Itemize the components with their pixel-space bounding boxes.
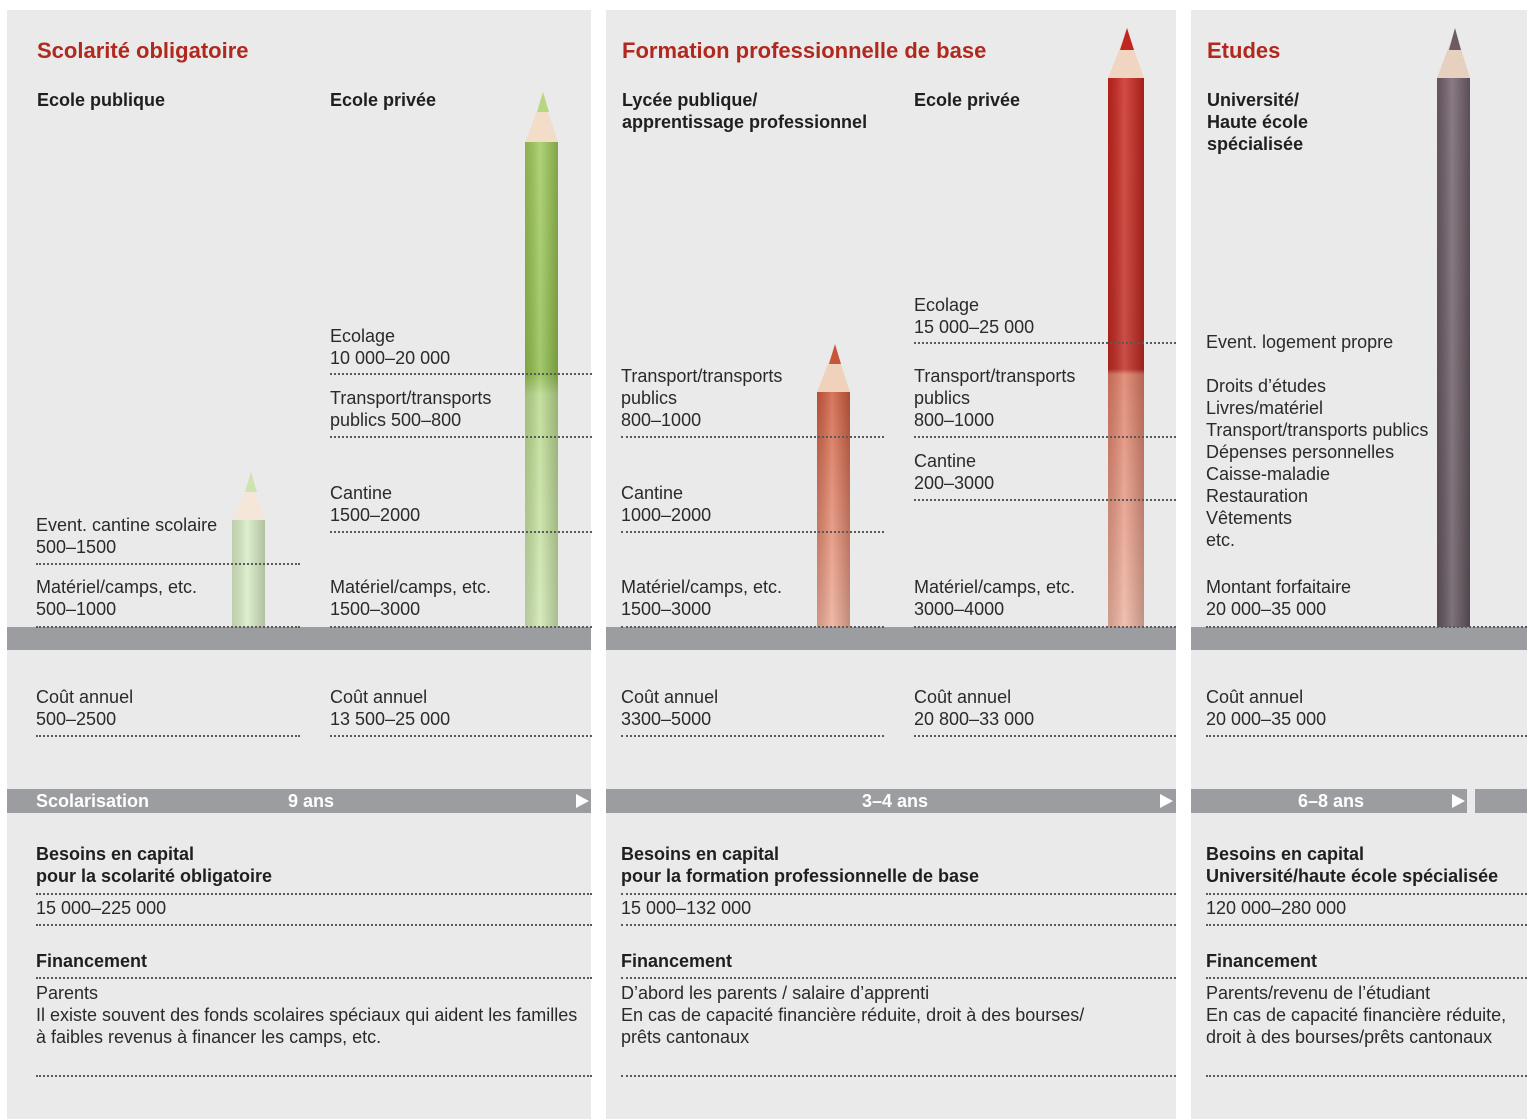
capital-value-studies: 120 000–280 000 — [1206, 898, 1347, 918]
capital-title-vocational: Besoins en capital pour la formation pro… — [621, 844, 980, 886]
timeline-bar-1 — [7, 789, 591, 813]
base-bar-3 — [1191, 627, 1527, 650]
divider — [621, 626, 884, 628]
annual-cost-studies: Coût annuel 20 000–35 000 — [1206, 687, 1327, 729]
heading-compulsory-school: Scolarité obligatoire — [37, 38, 249, 63]
divider — [36, 626, 300, 628]
pencil-green — [525, 92, 558, 627]
divider — [330, 735, 592, 737]
base-bar-2 — [606, 627, 1176, 650]
divider — [621, 436, 884, 438]
capital-value-compulsory: 15 000–225 000 — [36, 898, 167, 918]
item-transport-private: Transport/transports publics 500–800 — [330, 388, 492, 430]
heading-studies: Etudes — [1207, 38, 1281, 63]
item-tuition-private: Ecolage 10 000–20 000 — [330, 326, 451, 368]
timeline-bar-3 — [1191, 789, 1467, 813]
label-public-school: Ecole publique — [37, 90, 166, 110]
item-canteen-vocational-public: Cantine 1000–2000 — [621, 483, 712, 525]
item-material-public: Matériel/camps, etc. 500–1000 — [36, 577, 198, 619]
divider — [621, 977, 1176, 979]
divider — [1206, 893, 1527, 895]
item-tuition-vocational-private: Ecolage 15 000–25 000 — [914, 295, 1035, 337]
base-bar-1 — [7, 627, 591, 650]
divider — [36, 1075, 592, 1077]
capital-value-vocational: 15 000–132 000 — [621, 898, 752, 918]
capital-title-studies: Besoins en capital Université/haute écol… — [1206, 844, 1499, 886]
capital-title-compulsory: Besoins en capital pour la scolarité obl… — [36, 844, 273, 886]
annual-cost-private: Coût annuel 13 500–25 000 — [330, 687, 451, 729]
pencil-light-green — [232, 472, 265, 627]
annual-cost-vocational-private: Coût annuel 20 800–33 000 — [914, 687, 1035, 729]
timeline-bar-2 — [606, 789, 1176, 813]
divider — [914, 436, 1176, 438]
duration-compulsory: 9 ans — [288, 791, 335, 811]
divider — [914, 499, 1176, 501]
pencil-purple — [1437, 28, 1470, 627]
divider — [914, 626, 1176, 628]
timeline-arrow-icon — [1452, 794, 1465, 808]
item-study-expenses: Droits d’études Livres/matériel Transpor… — [1206, 376, 1429, 550]
item-material-private: Matériel/camps, etc. 1500–3000 — [330, 577, 492, 619]
pencil-orange — [817, 344, 850, 627]
item-transport-vocational-private: Transport/transports publics 800–1000 — [914, 366, 1076, 430]
financing-title-studies: Financement — [1206, 951, 1318, 971]
divider — [1206, 626, 1527, 628]
item-canteen-private: Cantine 1500–2000 — [330, 483, 421, 525]
timeline-bar-4 — [1475, 789, 1527, 813]
divider — [1206, 1075, 1527, 1077]
duration-studies: 6–8 ans — [1298, 791, 1365, 811]
financing-title-compulsory: Financement — [36, 951, 148, 971]
divider — [914, 735, 1176, 737]
financing-text-compulsory: Parents Il existe souvent des fonds scol… — [36, 983, 578, 1047]
panel-studies — [1191, 10, 1527, 1119]
timeline-arrow-icon — [1160, 794, 1173, 808]
annual-cost-vocational-public: Coût annuel 3300–5000 — [621, 687, 719, 729]
divider — [36, 893, 592, 895]
divider — [621, 924, 1176, 926]
label-public-vocational: Lycée publique/ apprentissage profession… — [622, 90, 868, 132]
divider — [621, 893, 1176, 895]
divider — [914, 342, 1176, 344]
divider — [621, 735, 884, 737]
financing-title-vocational: Financement — [621, 951, 733, 971]
divider — [330, 626, 592, 628]
divider — [330, 436, 592, 438]
divider — [1206, 924, 1527, 926]
divider — [36, 735, 300, 737]
item-transport-vocational-public: Transport/transports publics 800–1000 — [621, 366, 783, 430]
item-canteen-public: Event. cantine scolaire 500–1500 — [36, 515, 218, 557]
divider — [330, 531, 592, 533]
item-material-vocational-public: Matériel/camps, etc. 1500–3000 — [621, 577, 783, 619]
duration-vocational: 3–4 ans — [862, 791, 929, 811]
panel-vocational-training — [606, 10, 1176, 1119]
timeline-arrow-icon — [576, 794, 589, 808]
item-housing: Event. logement propre — [1206, 332, 1394, 352]
label-private-vocational: Ecole privée — [914, 90, 1021, 110]
annual-cost-public: Coût annuel 500–2500 — [36, 687, 134, 729]
financing-text-vocational: D’abord les parents / salaire d’apprenti… — [621, 983, 1085, 1047]
label-private-school: Ecole privée — [330, 90, 437, 110]
divider — [36, 563, 300, 565]
divider — [330, 373, 592, 375]
heading-vocational-training: Formation professionnelle de base — [622, 38, 987, 63]
item-material-vocational-private: Matériel/camps, etc. 3000–4000 — [914, 577, 1076, 619]
item-canteen-vocational-private: Cantine 200–3000 — [914, 451, 995, 493]
financing-text-studies: Parents/revenu de l’étudiant En cas de c… — [1206, 983, 1507, 1047]
divider — [36, 924, 592, 926]
divider — [621, 531, 884, 533]
divider — [621, 1075, 1176, 1077]
pencil-red — [1108, 28, 1144, 627]
item-lump-sum: Montant forfaitaire 20 000–35 000 — [1206, 577, 1352, 619]
label-university: Université/ Haute école spécialisée — [1207, 90, 1309, 154]
divider — [1206, 977, 1527, 979]
timeline-label-schooling: Scolarisation — [36, 791, 150, 811]
divider — [36, 977, 592, 979]
divider — [1206, 735, 1527, 737]
